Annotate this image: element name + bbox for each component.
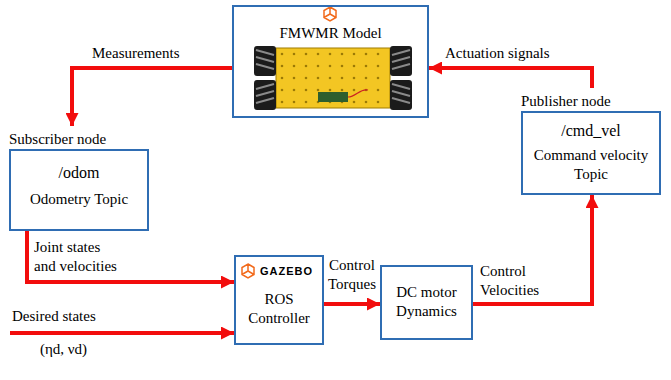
signal-arrow	[27, 231, 234, 282]
robot-illustration	[256, 84, 274, 103]
signal-label: Measurements	[92, 44, 222, 63]
signal-label: Control Torques	[325, 256, 379, 294]
node-heading: Subscriber node	[9, 130, 149, 149]
topic-box: Publisher node/cmd_velCommand velocity T…	[521, 88, 661, 195]
robot-illustration	[348, 90, 368, 97]
robot-illustration	[390, 80, 412, 110]
robot-illustration	[276, 48, 390, 108]
robot-illustration	[256, 50, 274, 69]
signal-arrow	[324, 302, 380, 306]
signal-label: Control Velocities	[480, 262, 584, 300]
robot-illustration	[278, 50, 388, 106]
signal-arrow	[72, 68, 232, 126]
signal-arrow	[429, 68, 592, 88]
signal-label: Joint states and velocities	[34, 238, 124, 276]
topic-description: Odometry Topic	[17, 190, 141, 209]
node-title: FMWMR Model	[238, 24, 423, 43]
robot-illustration	[390, 46, 412, 76]
node-title: DC motor Dynamics	[386, 283, 467, 321]
topic-description: Command velocity Topic	[529, 146, 653, 184]
topic-name: /odom	[17, 163, 141, 182]
topic-box: Subscriber node/odomOdometry Topic	[9, 126, 149, 231]
robot-illustration	[254, 80, 276, 110]
node-title: ROS Controller	[240, 290, 318, 328]
gazebo-icon	[324, 7, 336, 21]
input-arrow	[10, 331, 234, 335]
gazebo-icon	[324, 7, 336, 21]
dynamics-box: DC motor Dynamics	[380, 265, 473, 340]
gazebo-icon	[242, 264, 254, 278]
topic-name: /cmd_vel	[529, 121, 653, 140]
robot-illustration	[318, 92, 348, 102]
robot-illustration	[254, 46, 412, 110]
controller-box: GAZEBO ROS Controller	[234, 255, 324, 345]
input-label: Desired states	[12, 307, 212, 326]
signal-label: Actuation signals	[445, 44, 575, 63]
logo-text: GAZEBO	[240, 264, 318, 278]
robot-illustration	[254, 46, 276, 76]
node-heading: Publisher node	[521, 92, 661, 111]
model-box: FMWMR Model	[232, 5, 429, 118]
node-border: /cmd_velCommand velocity Topic	[521, 111, 661, 195]
input-arrow	[10, 333, 234, 334]
signal-arrow	[473, 195, 592, 304]
input-symbol: (ηd, νd)	[40, 340, 160, 359]
gazebo-icon	[242, 264, 254, 278]
robot-illustration	[392, 50, 410, 69]
node-border: /odomOdometry Topic	[9, 149, 149, 231]
robot-illustration	[392, 84, 410, 103]
